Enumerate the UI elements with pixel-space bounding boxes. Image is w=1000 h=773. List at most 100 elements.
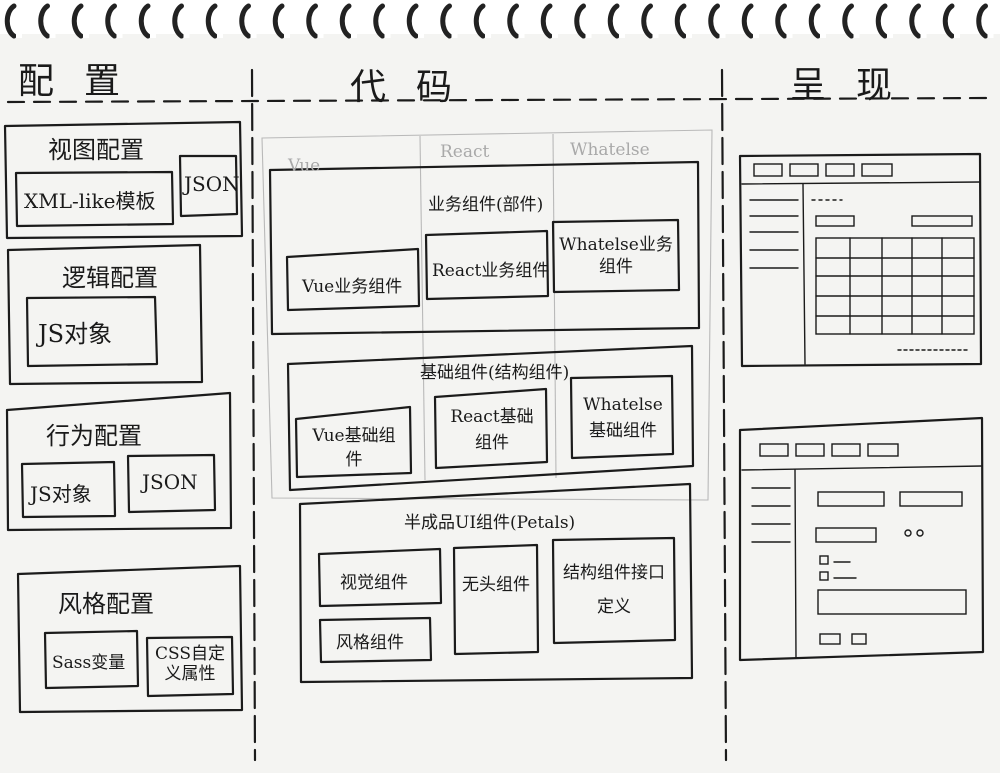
header-divider [6,96,992,104]
wf1-tab [753,163,783,177]
js-object-label-1: JS对象 [38,320,113,348]
style-component-label: 风格组件 [336,633,404,653]
business-layer-box [268,160,701,336]
spiral-hole [116,30,123,38]
react-business-box [424,229,550,301]
js-object-box-1 [25,295,159,368]
spiral-ring [507,3,519,39]
spiral-ring [942,3,955,39]
spiral-hole [920,30,927,38]
css-var-box [145,635,235,698]
wireframe-frame-1 [738,152,983,368]
spiral-ring [406,3,419,39]
spiral-ring [38,3,50,39]
wf1-tab [789,163,819,177]
view-config-box [3,120,244,240]
behavior-config-title: 行为配置 [46,422,142,450]
config-boxes [3,120,244,714]
spiral-hole [217,30,223,38]
json-label-2: JSON [142,470,198,494]
wireframe-1 [738,152,983,368]
framework-label-vue: Vue [288,156,321,176]
spiral-hole [284,30,290,38]
whatelse-business-box [551,218,681,294]
spiral-ring [607,3,620,39]
spiral-ring [205,3,218,39]
spiral-hole [351,30,357,38]
spiral-ring [574,3,586,39]
spiral-ring [373,3,385,39]
spiral-ring [440,3,452,39]
framework-divider-2 [552,133,557,479]
sass-var-box [43,629,140,690]
wf1-sidebar-edge [802,183,806,365]
react-base-label: React基础组件 [450,407,534,453]
view-config-title: 视图配置 [48,136,144,164]
spiral-ring [138,3,151,39]
spiral-ring [976,3,988,39]
spiral-hole [183,30,190,38]
spiral-hole [384,30,391,38]
style-component-box [318,616,433,664]
whatelse-base-label: Whatelse基础组件 [583,395,663,441]
spiral-ring [842,3,854,39]
visual-component-box [317,547,443,608]
spiral-ring [71,3,84,39]
spiral-hole [853,30,860,38]
whatelse-base-box [569,374,675,460]
vue-business-label: Vue业务组件 [302,277,403,297]
spiral-ring [272,3,285,39]
column-title-render: 呈现 [790,65,923,106]
spiral-hole [16,30,22,38]
spiral-hole [954,30,960,38]
behavior-config-box [5,391,233,532]
spiral-ring [741,3,754,39]
spiral-ring [808,3,821,39]
json-box-1 [178,154,239,218]
spiral-hole [820,30,826,38]
spiral-hole [418,30,424,38]
spiral-hole [451,30,458,38]
framework-frame [261,129,713,501]
react-base-box [433,387,549,470]
style-config-box [16,564,244,714]
xml-template-label: XML-like模板 [24,189,156,213]
framework-label-react: React [440,142,490,162]
spiral-ring [674,3,687,39]
spiral-ring [339,3,352,39]
style-config-title: 风格配置 [58,590,154,618]
petals-layer-title: 半成品UI组件(Petals) [404,513,576,533]
code-boxes [261,129,713,684]
column-divider-1 [250,68,257,762]
spiral-hole [518,30,525,38]
wireframe-frame-2 [738,416,985,662]
visual-component-label: 视觉组件 [340,573,408,593]
logic-config-box [6,243,204,386]
xml-template-box [14,170,175,228]
spiral-hole [250,30,257,38]
vue-base-label: Vue基础组件 [312,426,396,470]
spiral-ring [909,3,921,39]
logic-config-title: 逻辑配置 [62,264,158,292]
framework-label-whatelse: Whatelse [570,140,650,160]
spiral-ring [708,3,720,39]
vue-business-box [285,247,421,312]
js-object-label-2: JS对象 [30,482,92,506]
spiral-hole [652,30,659,38]
spiral-hole [485,30,491,38]
vue-base-box [294,405,413,479]
spiral-ring [306,3,318,39]
react-business-label: React业务组件 [432,261,550,281]
spiral-hole [585,30,592,38]
json-label-1: JSON [184,172,240,196]
spiral-hole [150,30,156,38]
spiral-hole [786,30,793,38]
spiral-hole [49,30,56,38]
petals-layer-box [298,482,694,684]
spiral-ring [4,3,17,39]
column-title-code: 代码 [350,67,483,108]
structure-interface-label: 结构组件接口定义 [563,563,665,617]
spiral-ring [473,3,486,39]
wf1-table [815,237,975,335]
